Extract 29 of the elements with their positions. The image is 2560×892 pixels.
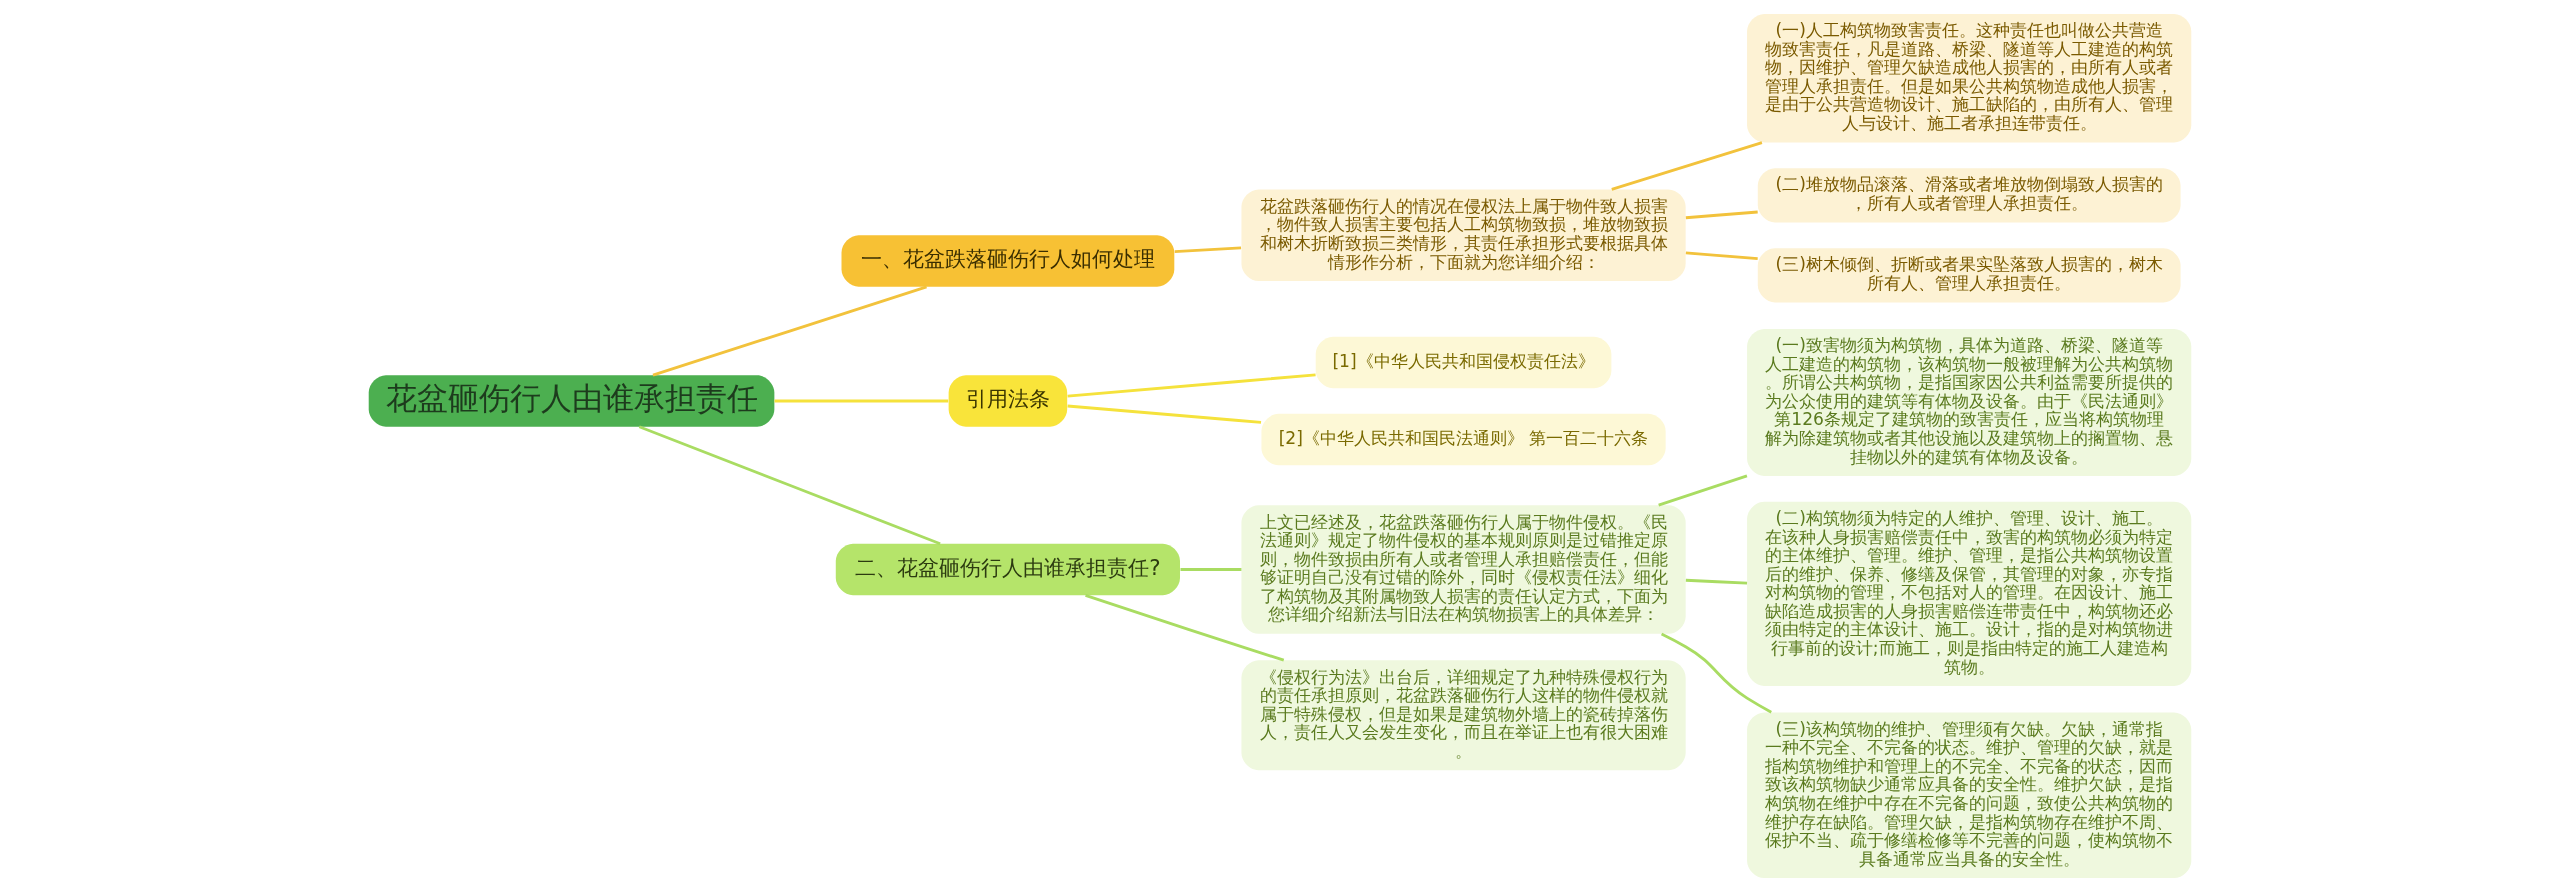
- node-box: (三)树木倾倒、折断或者果实坠落致人损害的，树木所有人、管理人承担责任。: [1757, 248, 2181, 303]
- connector: [1660, 632, 1772, 714]
- node-box: (一)致害物须为构筑物，具体为道路、桥梁、隧道等人工建造的构筑物，该构筑物一般被理解为公共构筑物。所谓公共构筑物，是指国家因公共利益需要所提供的为公众使用的建筑等有体物及设备。由于《民法通则》第126条规定了建筑物的致害责任，应当将构筑物理解为除建筑物或者其他设施以及建筑物上的搁置物、悬挂物以外的建筑有体物及设备。: [1747, 328, 2192, 476]
- node-box: (一)人工构筑物致害责任。这种责任也叫做公共营造物致害责任，凡是道路、桥梁、隧道等人工建造的构筑物，因维护、管理欠缺造成他人损害的，由所有人或者管理人承担责任。但是如果公共构筑物造成他人损害，是由于公共营造物设计、施工缺陷的，由所有人、管理人与设计、施工者承担连带责任。: [1747, 13, 2192, 143]
- connector: [1180, 568, 1242, 571]
- node-box: 花盆砸伤行人由谁承担责任: [368, 375, 775, 427]
- connector: [1685, 210, 1758, 220]
- connector: [638, 425, 941, 546]
- node-box: 引用法条: [948, 375, 1068, 427]
- node-box: 上文已经述及，花盆跌落砸伤行人属于物件侵权。《民法通则》规定了物件侵权的基本规则原则是过错推定原则，物件致损由所有人或者管理人承担赔偿责任，但能够证明自己没有过错的除外，同时《侵权责任法》细化了构筑物及其附属物致人损害的责任认定方式，下面为您详细介绍新法与旧法在构筑物损害上的具体差异：: [1241, 505, 1686, 634]
- node-box: [2]《中华人民共和国民法通则》 第一百二十六条: [1261, 413, 1666, 466]
- node-box: 二、花盆砸伤行人由谁承担责任?: [835, 543, 1180, 596]
- connector: [1685, 251, 1758, 261]
- connector: [1067, 404, 1262, 424]
- connector: [652, 285, 927, 377]
- connector: [1658, 474, 1748, 507]
- node-box: (二)堆放物品滚落、滑落或者堆放物倒塌致人损害的，所有人或者管理人承担责任。: [1757, 168, 2181, 223]
- connector: [1174, 246, 1242, 254]
- node-box: (二)构筑物须为特定的人维护、管理、设计、施工。在该种人身损害赔偿责任中，致害的构筑物必须为特定的主体维护、管理。维护、管理，是指公共构筑物设置后的维护、保养、修缮及保管，其管理的对象，亦专指对构筑物的管理，不包括对人的管理。在因设计、施工缺陷造成损害的人身损害赔偿连带责任中，构筑物还必须由特定的主体设计、施工。设计，指的是对构筑物进行事前的设计;而施工，则是指由特定的施工人建造构筑物。: [1747, 501, 2192, 686]
- node-box: (三)该构筑物的维护、管理须有欠缺。欠缺，通常指一种不完全、不完备的状态。维护、管理的欠缺，就是指构筑物维护和管理上的不完全、不完备的状态，因而致该构筑物缺少通常应具备的安全性。维护欠缺，是指构筑物在维护中存在不完备的问题，致使公共构筑物的维护存在缺陷。管理欠缺，是指构筑物存在维护不周、保护不当、疏于修缮检修等不完善的问题，使构筑物不具备通常应当具备的安全性。: [1747, 712, 2192, 879]
- node-box: 花盆跌落砸伤行人的情况在侵权法上属于物件致人损害，物件致人损害主要包括人工构筑物致损，堆放物致损和树木折断致损三类情形，其责任承担形式要根据具体情形作分析，下面就为您详细介绍：: [1241, 189, 1686, 282]
- connector: [1685, 578, 1748, 585]
- connector: [1085, 593, 1285, 662]
- connector: [774, 399, 949, 403]
- connector: [1611, 141, 1763, 191]
- node-box: 《侵权行为法》出台后，详细规定了九种特殊侵权行为的责任承担原则，花盆跌落砸伤行人这样的物件侵权就属于特殊侵权，但是如果是建筑物外墙上的瓷砖掉落伤人，责任人又会发生变化，而且在举证上也有很大困难。: [1241, 660, 1686, 771]
- node-box: [1]《中华人民共和国侵权责任法》: [1315, 336, 1612, 389]
- node-box: 一、花盆跌落砸伤行人如何处理: [841, 235, 1175, 287]
- connector: [1067, 373, 1316, 398]
